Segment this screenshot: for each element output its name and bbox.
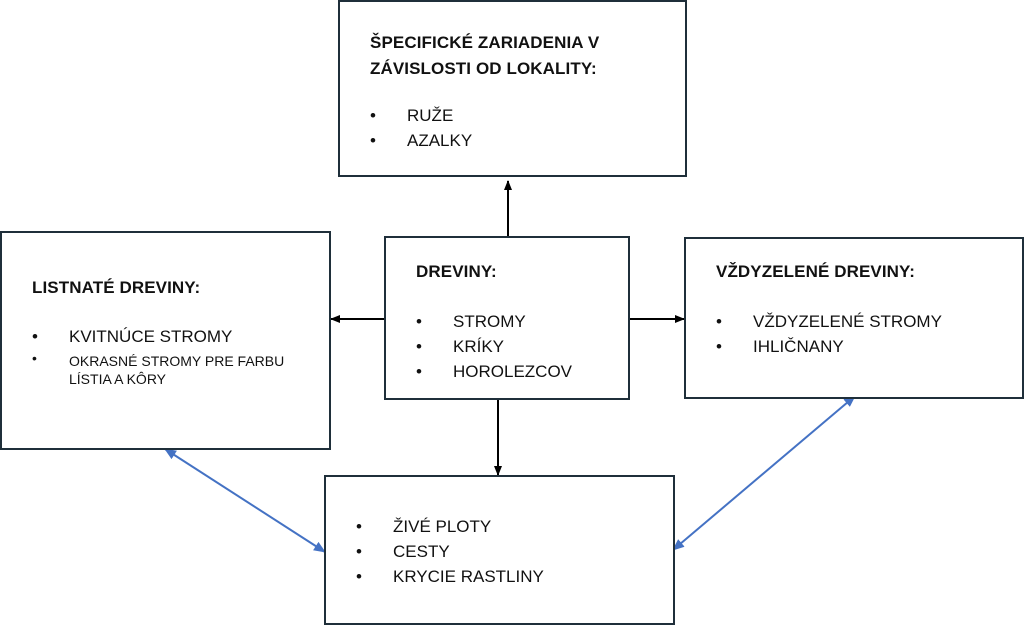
box-woody-plants: DREVINY: STROMY KRÍKY HOROLEZCOV — [384, 236, 630, 400]
box-title: DREVINY: — [416, 262, 497, 281]
box-deciduous: LISTNATÉ DREVINY: KVITNÚCE STROMY OKRASN… — [0, 231, 331, 450]
box-location-specific: ŠPECIFICKÉ ZARIADENIA V ZÁVISLOSTI OD LO… — [338, 0, 687, 177]
title-line-1: ŠPECIFICKÉ ZARIADENIA V — [370, 33, 600, 52]
list-item: VŽDYZELENÉ STROMY — [716, 309, 942, 334]
list-item: IHLIČNANY — [716, 334, 942, 359]
item-list: KVITNÚCE STROMY OKRASNÉ STROMY PRE FARBU… — [32, 324, 314, 388]
item-list: ŽIVÉ PLOTY CESTY KRYCIE RASTLINY — [356, 514, 544, 589]
item-list: STROMY KRÍKY HOROLEZCOV — [416, 309, 572, 384]
title-line-2: ZÁVISLOSTI OD LOKALITY: — [370, 59, 597, 78]
box-uses: ŽIVÉ PLOTY CESTY KRYCIE RASTLINY — [324, 475, 675, 625]
box-title: VŽDYZELENÉ DREVINY: — [716, 262, 915, 281]
list-item: CESTY — [356, 539, 544, 564]
item-list: VŽDYZELENÉ STROMY IHLIČNANY — [716, 309, 942, 359]
list-item: AZALKY — [370, 128, 472, 153]
list-item: HOROLEZCOV — [416, 359, 572, 384]
list-item: STROMY — [416, 309, 572, 334]
arrow-right-bottom-bidirectional — [672, 395, 856, 551]
box-title: LISTNATÉ DREVINY: — [32, 278, 201, 297]
item-list: RUŽE AZALKY — [370, 103, 472, 153]
list-item: KRYCIE RASTLINY — [356, 564, 544, 589]
list-item: RUŽE — [370, 103, 472, 128]
box-title: ŠPECIFICKÉ ZARIADENIA V ZÁVISLOSTI OD LO… — [370, 30, 599, 82]
list-item: OKRASNÉ STROMY PRE FARBU LÍSTIA A KÔRY — [32, 349, 314, 388]
list-item: ŽIVÉ PLOTY — [356, 514, 544, 539]
box-evergreen: VŽDYZELENÉ DREVINY: VŽDYZELENÉ STROMY IH… — [684, 237, 1024, 399]
list-item: KVITNÚCE STROMY — [32, 324, 314, 349]
list-item: KRÍKY — [416, 334, 572, 359]
arrow-left-bottom-bidirectional — [164, 448, 326, 553]
